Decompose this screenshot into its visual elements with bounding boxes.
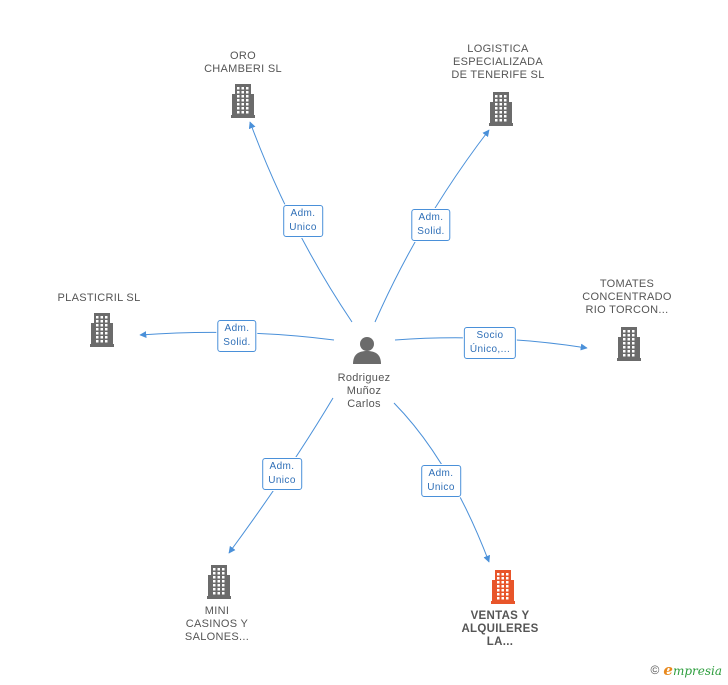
relation-badge-line: Socio xyxy=(476,330,504,341)
relation-badge-line: Adm. xyxy=(418,212,444,223)
company-label-logistica-line: DE TENERIFE SL xyxy=(451,69,545,81)
relation-badge-line: Unico xyxy=(268,475,296,486)
relation-badge-mini[interactable]: Adm. Unico xyxy=(262,458,302,490)
company-label-logistica-line: ESPECIALIZADA xyxy=(452,56,544,68)
company-node-ventas[interactable] xyxy=(488,570,518,609)
company-label-tomates-line: CONCENTRADO xyxy=(582,291,672,303)
relation-badge-line: Unico xyxy=(289,222,317,233)
company-label-mini-line: CASINOS Y xyxy=(185,618,249,630)
company-node-logistica[interactable] xyxy=(486,92,516,131)
relation-badge-line: Único,... xyxy=(469,344,511,355)
building-icon xyxy=(207,565,231,599)
company-label-tomates-line: TOMATES xyxy=(599,278,655,290)
building-icon xyxy=(491,570,515,604)
relation-badge-line: Adm. xyxy=(428,468,454,479)
company-node-oro[interactable] xyxy=(228,84,258,123)
company-label-logistica-line: LOGISTICA xyxy=(467,43,529,55)
empresia-logo: empresia xyxy=(663,661,722,679)
relation-badge-line: Unico xyxy=(427,482,455,493)
company-node-mini[interactable] xyxy=(204,565,234,604)
center-person-label-line: Carlos xyxy=(347,398,381,410)
building-icon xyxy=(489,92,513,126)
company-label-tomates-line: RIO TORCON... xyxy=(585,304,669,316)
company-label-mini-line: SALONES... xyxy=(184,631,250,643)
center-person-node[interactable] xyxy=(352,335,382,370)
company-label-oro-line: CHAMBERI SL xyxy=(204,63,282,75)
company-label-mini-line: MINI xyxy=(204,605,230,617)
company-label-ventas-line: LA... xyxy=(486,636,514,648)
relation-badge-ventas[interactable]: Adm. Unico xyxy=(421,465,461,497)
center-person-label-line: Muñoz xyxy=(346,385,382,397)
center-person-label-line: Rodriguez xyxy=(337,372,391,384)
relation-badge-plasticril[interactable]: Adm. Solid. xyxy=(217,320,257,352)
company-label-ventas-line: VENTAS Y xyxy=(470,610,530,622)
relation-badge-line: Adm. xyxy=(224,323,250,334)
company-label-plasticril-line: PLASTICRIL SL xyxy=(57,292,141,304)
building-icon xyxy=(617,327,641,361)
copyright-symbol: © xyxy=(650,663,660,677)
footer-brand: © empresia xyxy=(651,661,722,679)
relation-badge-line: Solid. xyxy=(223,337,251,348)
company-label-plasticril: PLASTICRIL SL xyxy=(58,292,141,305)
person-icon xyxy=(353,337,381,364)
relation-badge-logistica[interactable]: Adm. Solid. xyxy=(411,209,451,241)
building-icon xyxy=(231,84,255,118)
building-icon xyxy=(90,313,114,347)
company-label-oro-line: ORO xyxy=(230,50,256,62)
company-label-ventas-line: ALQUILERES xyxy=(461,623,539,635)
relation-badge-line: Adm. xyxy=(269,461,295,472)
company-node-plasticril[interactable] xyxy=(87,313,117,352)
relation-badge-oro[interactable]: Adm. Unico xyxy=(283,205,323,237)
company-node-tomates[interactable] xyxy=(614,327,644,366)
relation-badge-line: Adm. xyxy=(290,208,316,219)
relation-badge-line: Solid. xyxy=(417,226,445,237)
